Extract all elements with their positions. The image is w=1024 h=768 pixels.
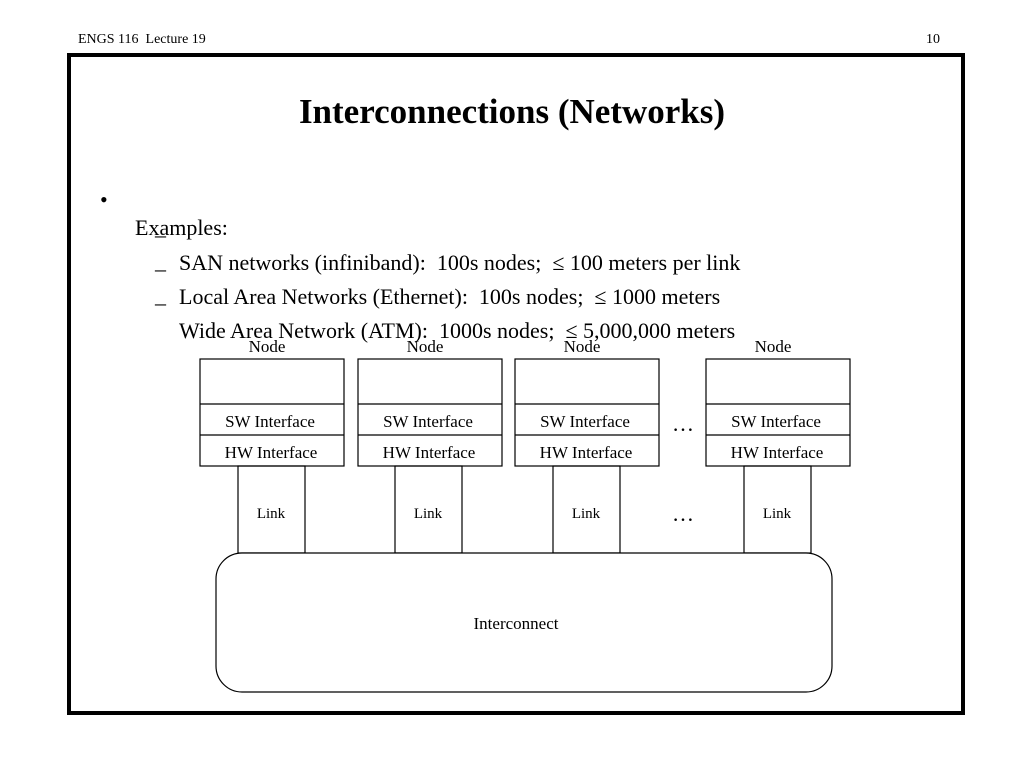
node-label: Node <box>564 337 601 356</box>
sub-bullet-text: Wide Area Network (ATM): 1000s nodes; ≤ … <box>179 318 736 343</box>
sub-bullet-marker: – <box>155 222 166 247</box>
bullet-text: Examples: <box>135 215 228 240</box>
sw-interface-label: SW Interface <box>383 412 473 431</box>
ellipsis-links: … <box>672 501 694 526</box>
sub-bullet-marker: – <box>155 290 166 315</box>
hw-interface-label: HW Interface <box>383 443 476 462</box>
slide-title: Interconnections (Networks) <box>298 92 726 131</box>
slide-header-course: ENGS 116 Lecture 19 <box>78 32 206 47</box>
bullet-marker: • <box>100 187 108 212</box>
hw-interface-label: HW Interface <box>731 443 824 462</box>
slide-frame <box>67 53 965 715</box>
slide-page-number: 10 <box>926 32 940 47</box>
bullet-examples: • Examples: <box>100 158 228 242</box>
node-2: Node SW Interface HW Interface Link <box>357 337 503 554</box>
sub-bullet-san: – SAN networks (infiniband): 100s nodes;… <box>0 193 1024 277</box>
sw-interface-label: SW Interface <box>225 412 315 431</box>
interconnect-label: Interconnect <box>474 614 559 633</box>
node-4: Node SW Interface HW Interface Link <box>705 337 851 554</box>
sub-bullet-lan: – Local Area Networks (Ethernet): 100s n… <box>0 227 1024 311</box>
ellipsis-nodes: … <box>672 411 694 436</box>
sub-bullet-marker: – <box>155 256 166 281</box>
node-label: Node <box>249 337 286 356</box>
sw-interface-label: SW Interface <box>540 412 630 431</box>
node-3: Node SW Interface HW Interface Link <box>514 337 660 554</box>
link-label: Link <box>257 506 286 522</box>
sw-interface-label: SW Interface <box>731 412 821 431</box>
sub-bullet-wan: – Wide Area Network (ATM): 1000s nodes; … <box>0 261 1024 345</box>
sub-bullet-text: SAN networks (infiniband): 100s nodes; ≤… <box>179 250 741 275</box>
node-label: Node <box>407 337 444 356</box>
node-1: Node SW Interface HW Interface Link <box>199 337 345 554</box>
link-label: Link <box>572 506 601 522</box>
hw-interface-label: HW Interface <box>540 443 633 462</box>
hw-interface-label: HW Interface <box>225 443 318 462</box>
link-label: Link <box>414 506 443 522</box>
link-label: Link <box>763 506 792 522</box>
sub-bullet-text: Local Area Networks (Ethernet): 100s nod… <box>179 284 721 309</box>
node-label: Node <box>755 337 792 356</box>
interconnect-box <box>215 552 833 693</box>
